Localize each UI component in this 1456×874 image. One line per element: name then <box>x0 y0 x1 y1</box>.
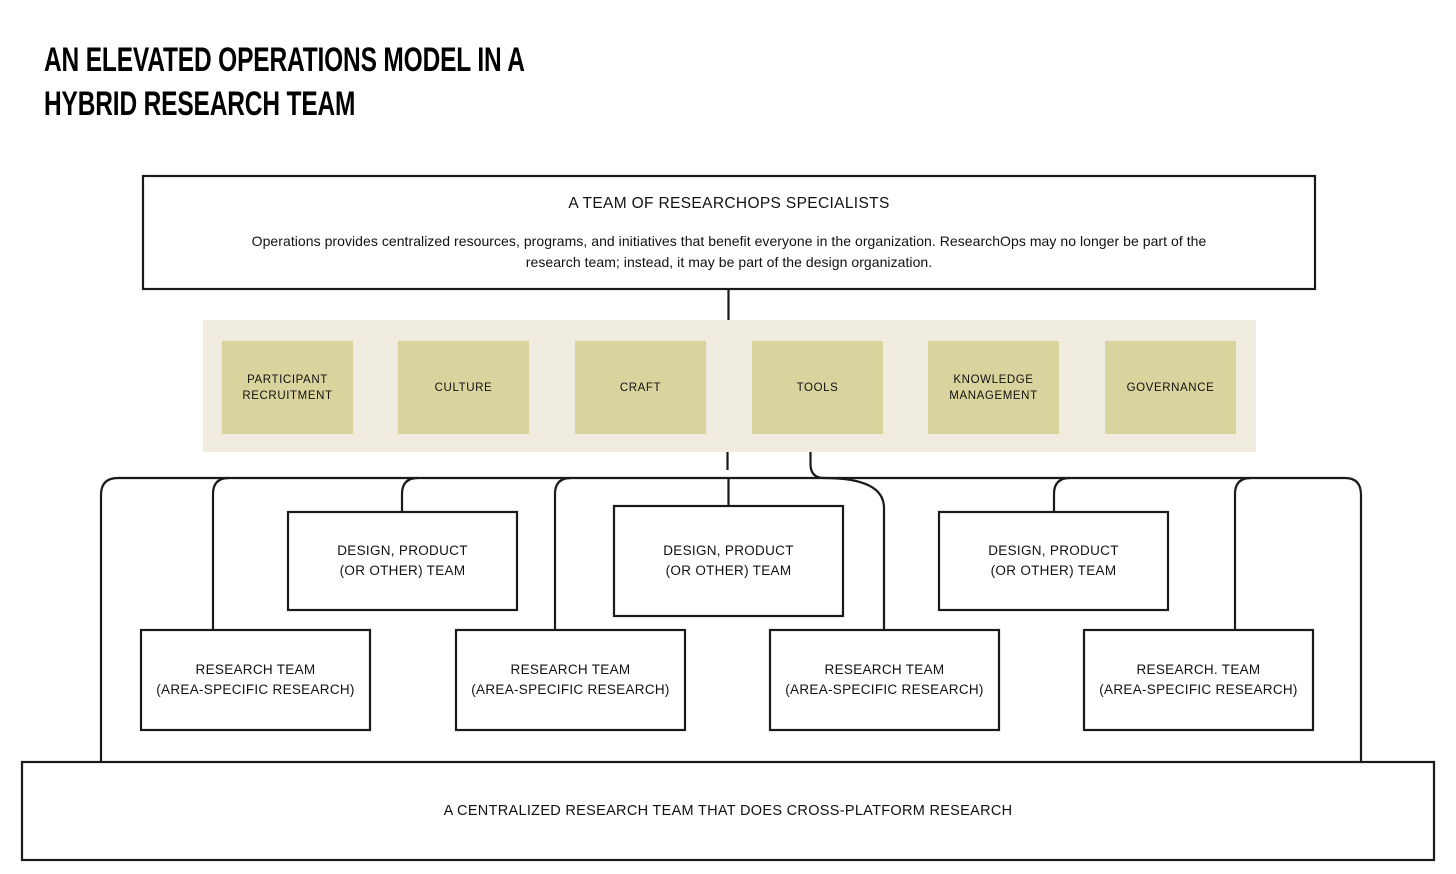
research-box-3-outline <box>768 628 1001 732</box>
pillars-band-background <box>203 320 1256 452</box>
page-title: AN ELEVATED OPERATIONS MODEL IN A HYBRID… <box>44 38 744 126</box>
stem-from-tools <box>809 452 825 480</box>
research-box-2-outline <box>454 628 687 732</box>
bus-right-corner-to-bottom <box>1344 476 1363 762</box>
design-box-1-outline <box>286 510 519 612</box>
branch-to-research-team-2 <box>553 476 572 630</box>
design-box-2-outline <box>612 504 845 618</box>
research-box-1-outline <box>139 628 372 732</box>
branch-to-research-team-1 <box>211 476 230 630</box>
pillar-tile-participant-recruitment <box>222 341 353 434</box>
branch-to-design-box-1 <box>400 476 419 512</box>
branch-to-research-team-3 <box>823 476 886 630</box>
branch-to-design-box-3 <box>1052 476 1071 512</box>
pillar-tile-culture <box>398 341 529 434</box>
design-box-3-outline <box>937 510 1170 612</box>
research-box-4-outline <box>1082 628 1315 732</box>
bottom-bar-outline <box>20 760 1436 862</box>
pillar-tile-knowledge-management <box>928 341 1059 434</box>
researchops-box-outline <box>141 174 1317 291</box>
pillar-tile-governance <box>1105 341 1236 434</box>
pillar-tile-tools <box>752 341 883 434</box>
page-title-line-2: HYBRID RESEARCH TEAM <box>44 85 356 123</box>
page-title-line-1: AN ELEVATED OPERATIONS MODEL IN A <box>44 41 525 79</box>
pillar-tile-craft <box>575 341 706 434</box>
bus-left-corner-to-bottom <box>99 476 119 762</box>
branch-to-research-team-4 <box>1233 476 1252 630</box>
